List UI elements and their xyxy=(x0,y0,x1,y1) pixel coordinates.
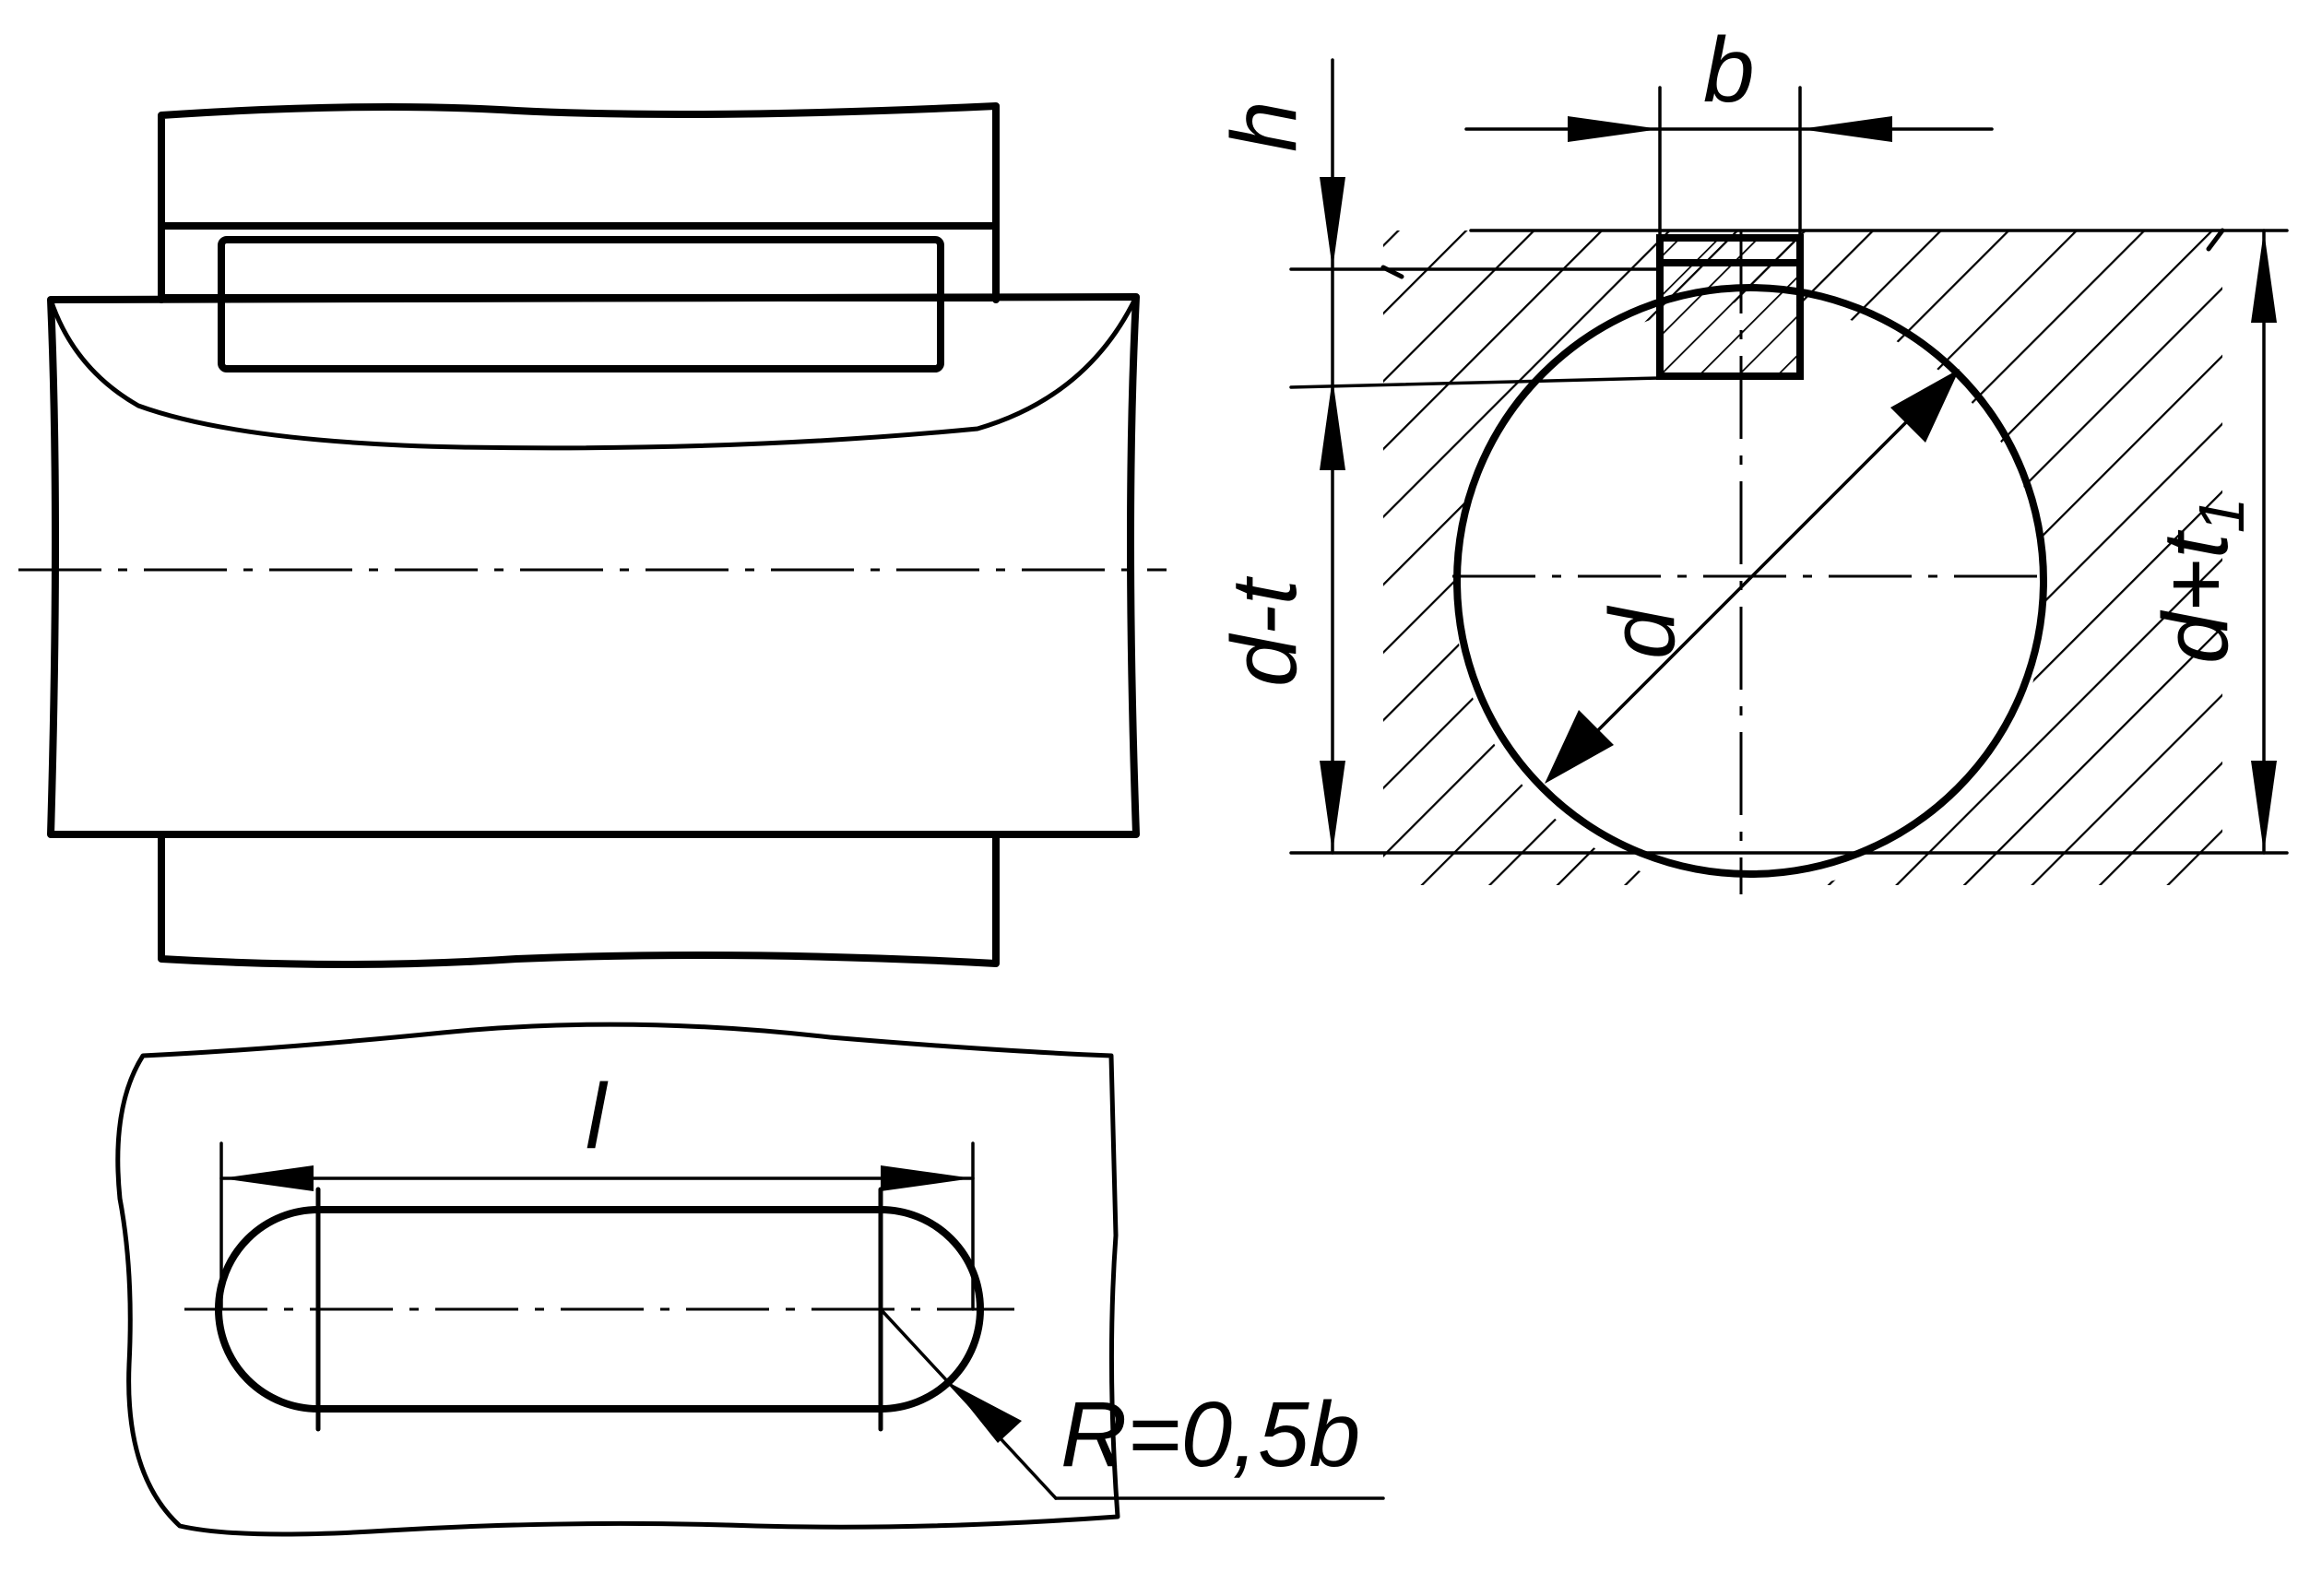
shaft-hub-section xyxy=(18,102,1167,968)
label-d-minus-t: d-t xyxy=(1213,575,1316,687)
hub-bottom-section xyxy=(158,831,1000,968)
key-body xyxy=(218,236,944,372)
cross-section-view: b h d-t d d+t1 xyxy=(1213,18,2289,894)
dimension-d-plus-t1: d+t1 xyxy=(2144,229,2277,855)
dimension-d: d xyxy=(1545,369,1960,784)
keyway-plan-view: l R=0,5b xyxy=(115,1022,1385,1537)
shaft-local-section xyxy=(48,294,1139,451)
dimension-b: b xyxy=(1464,18,1994,142)
label-h: h xyxy=(1213,100,1316,152)
label-d: d xyxy=(1591,605,1694,659)
dimension-radius: R=0,5b xyxy=(879,1307,1385,1500)
label-radius: R=0,5b xyxy=(1060,1383,1360,1486)
dimension-h: h xyxy=(1213,58,1345,470)
label-b: b xyxy=(1703,18,1755,122)
dimension-l: l xyxy=(219,1065,975,1311)
plan-break-boundary xyxy=(115,1022,1120,1537)
dimension-d-minus-t: d-t xyxy=(1213,385,1345,855)
label-d-plus-t1: d+t1 xyxy=(2144,497,2257,664)
hub-top-section xyxy=(158,102,1000,230)
shaft-outline xyxy=(47,293,1140,838)
key-cross-section xyxy=(1656,234,1804,380)
label-l: l xyxy=(586,1065,609,1168)
